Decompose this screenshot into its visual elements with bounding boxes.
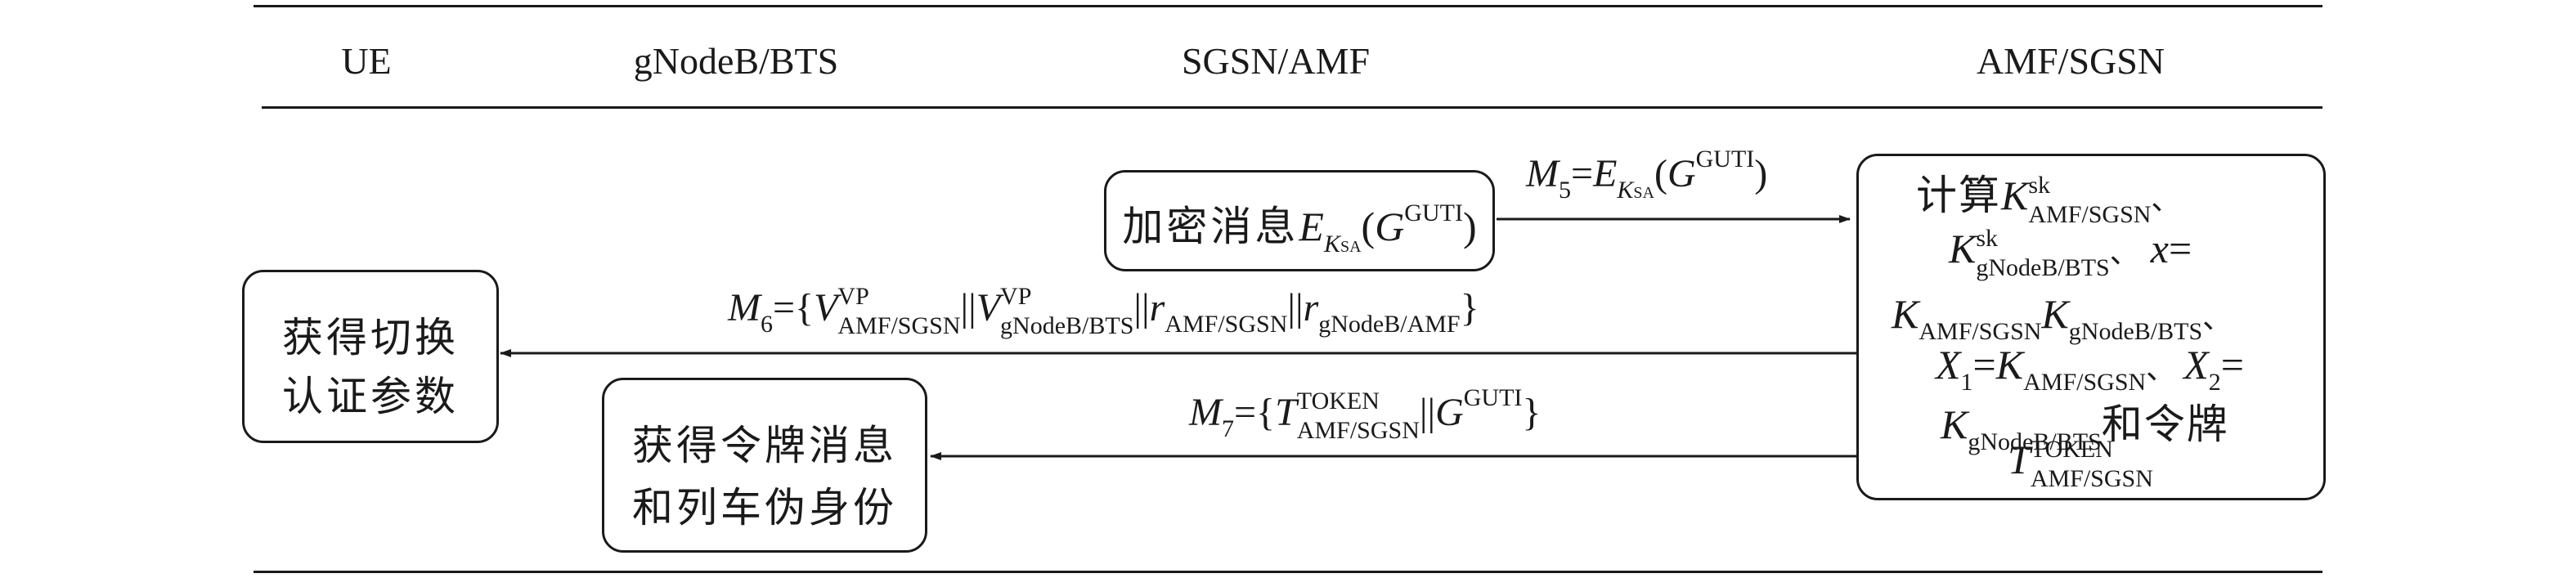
bottom-rule <box>254 571 2322 573</box>
obtain-token-and-pseudonym-box: 获得令牌消息 和列车伪身份 <box>602 378 927 553</box>
column-header-amf-sgsn: AMF/SGSN <box>1976 40 2165 82</box>
ue-box-line-2: 认证参数 <box>282 373 459 420</box>
bts-box-line-2: 和列车伪身份 <box>632 484 897 531</box>
bts-box-line-1: 获得令牌消息 <box>632 422 897 469</box>
header-rule <box>262 106 2322 109</box>
column-header-sgsn-amf: SGSN/AMF <box>1181 40 1371 82</box>
ue-box-line-1: 获得切换 <box>282 314 459 361</box>
encrypt-message-box: 加密消息EKSA(GGUTI) <box>1104 170 1495 271</box>
obtain-handover-auth-params-box: 获得切换 认证参数 <box>242 270 499 443</box>
encrypt-formula: EKSA(GGUTI) <box>1299 199 1477 258</box>
column-header-gnodeb-bts: gNodeB/BTS <box>633 40 839 82</box>
top-rule <box>254 5 2322 7</box>
compute-line-3: KAMF/SGSNKgNodeB/BTS、 <box>1892 291 2236 345</box>
compute-line-4: X1=KAMF/SGSN、X2= <box>1936 342 2244 396</box>
compute-line-5: KgNodeB/BTS和令牌 <box>1941 401 2229 455</box>
message-m5-label: M5=EKSA(GGUTI) <box>1526 146 1768 204</box>
column-header-ue: UE <box>341 40 392 82</box>
encrypt-label: 加密消息 <box>1122 203 1299 250</box>
